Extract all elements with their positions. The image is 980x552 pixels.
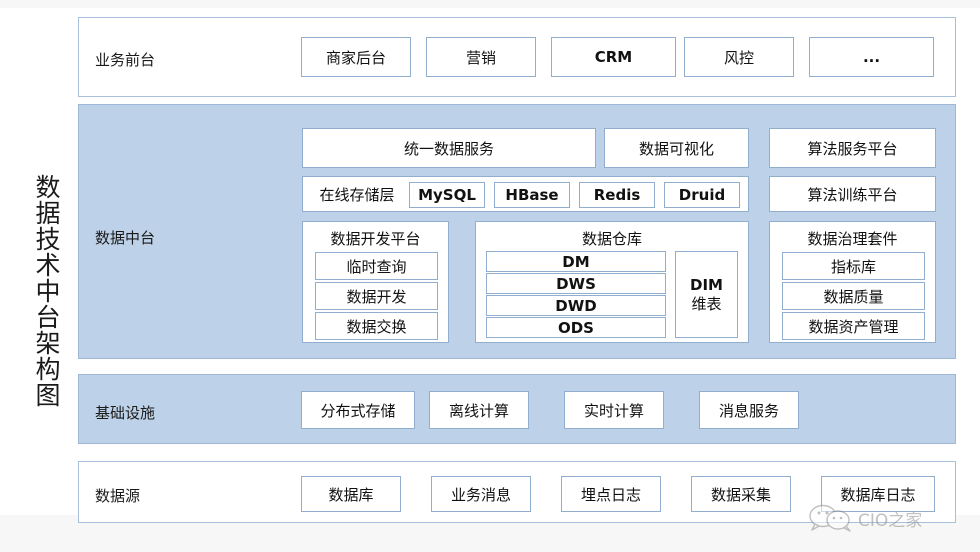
- governance-item-data-asset-management[interactable]: 数据资产管理: [782, 312, 925, 340]
- warehouse-layer-dws[interactable]: DWS: [486, 273, 666, 294]
- box-data-visualization[interactable]: 数据可视化: [604, 128, 749, 168]
- dim-label-line2: 维表: [691, 294, 722, 313]
- diagram-sheet: 数据技术中台架构图 业务前台 商家后台 营销 CRM 风控 ... 数据中台 统…: [0, 8, 980, 532]
- warehouse-layer-ods[interactable]: ODS: [486, 317, 666, 338]
- governance-item-data-quality[interactable]: 数据质量: [782, 282, 925, 310]
- page-title-vertical: 数据技术中台架构图: [32, 174, 61, 408]
- box-algorithm-training-platform[interactable]: 算法训练平台: [769, 176, 936, 212]
- source-box-business-message[interactable]: 业务消息: [431, 476, 531, 512]
- layer-infrastructure-label: 基础设施: [95, 404, 156, 422]
- layer-infrastructure: 基础设施 分布式存储 离线计算 实时计算 消息服务: [78, 374, 956, 444]
- storage-box-druid[interactable]: Druid: [664, 182, 740, 208]
- dev-item-data-exchange[interactable]: 数据交换: [315, 312, 438, 340]
- group-data-development-platform: 数据开发平台 临时查询 数据开发 数据交换: [302, 221, 449, 343]
- dev-item-data-development[interactable]: 数据开发: [315, 282, 438, 310]
- infra-box-realtime-computing[interactable]: 实时计算: [564, 391, 664, 429]
- group-data-warehouse: 数据仓库 DM DWS DWD ODS DIM 维表: [475, 221, 749, 343]
- layer-business-front-label: 业务前台: [95, 51, 156, 69]
- layer-data-source-label: 数据源: [95, 487, 141, 505]
- layer-data-middle-platform-label: 数据中台: [95, 229, 156, 247]
- online-storage-layer-label: 在线存储层: [319, 185, 395, 204]
- infra-box-offline-computing[interactable]: 离线计算: [429, 391, 529, 429]
- data-warehouse-title: 数据仓库: [581, 230, 642, 248]
- app-box-crm[interactable]: CRM: [551, 37, 676, 77]
- layer-data-middle-platform: 数据中台 统一数据服务 数据可视化 算法服务平台 在线存储层 MySQL HBa…: [78, 104, 956, 359]
- app-box-more[interactable]: ...: [809, 37, 934, 77]
- storage-box-mysql[interactable]: MySQL: [409, 182, 485, 208]
- infra-box-message-service[interactable]: 消息服务: [699, 391, 799, 429]
- source-box-database-log[interactable]: 数据库日志: [821, 476, 935, 512]
- warehouse-layer-dwd[interactable]: DWD: [486, 295, 666, 316]
- dev-item-ad-hoc-query[interactable]: 临时查询: [315, 252, 438, 280]
- source-box-database[interactable]: 数据库: [301, 476, 401, 512]
- warehouse-layer-dm[interactable]: DM: [486, 251, 666, 272]
- warehouse-dim-table-box[interactable]: DIM 维表: [675, 251, 738, 338]
- governance-item-metric-store[interactable]: 指标库: [782, 252, 925, 280]
- layer-data-source: 数据源 数据库 业务消息 埋点日志 数据采集 数据库日志: [78, 461, 956, 523]
- group-online-storage-layer: 在线存储层 MySQL HBase Redis Druid: [302, 176, 749, 212]
- app-box-risk-control[interactable]: 风控: [684, 37, 794, 77]
- data-development-platform-title: 数据开发平台: [330, 230, 421, 248]
- app-box-merchant-backend[interactable]: 商家后台: [301, 37, 411, 77]
- dim-label-line1: DIM: [690, 275, 723, 294]
- box-algorithm-service-platform[interactable]: 算法服务平台: [769, 128, 936, 168]
- box-unified-data-service[interactable]: 统一数据服务: [302, 128, 596, 168]
- source-box-data-collection[interactable]: 数据采集: [691, 476, 791, 512]
- storage-box-hbase[interactable]: HBase: [494, 182, 570, 208]
- infra-box-distributed-storage[interactable]: 分布式存储: [301, 391, 415, 429]
- data-governance-suite-title: 数据治理套件: [807, 230, 898, 248]
- group-data-governance-suite: 数据治理套件 指标库 数据质量 数据资产管理: [769, 221, 936, 343]
- app-box-marketing[interactable]: 营销: [426, 37, 536, 77]
- storage-box-redis[interactable]: Redis: [579, 182, 655, 208]
- layer-business-front: 业务前台 商家后台 营销 CRM 风控 ...: [78, 17, 956, 97]
- source-box-tracking-log[interactable]: 埋点日志: [561, 476, 661, 512]
